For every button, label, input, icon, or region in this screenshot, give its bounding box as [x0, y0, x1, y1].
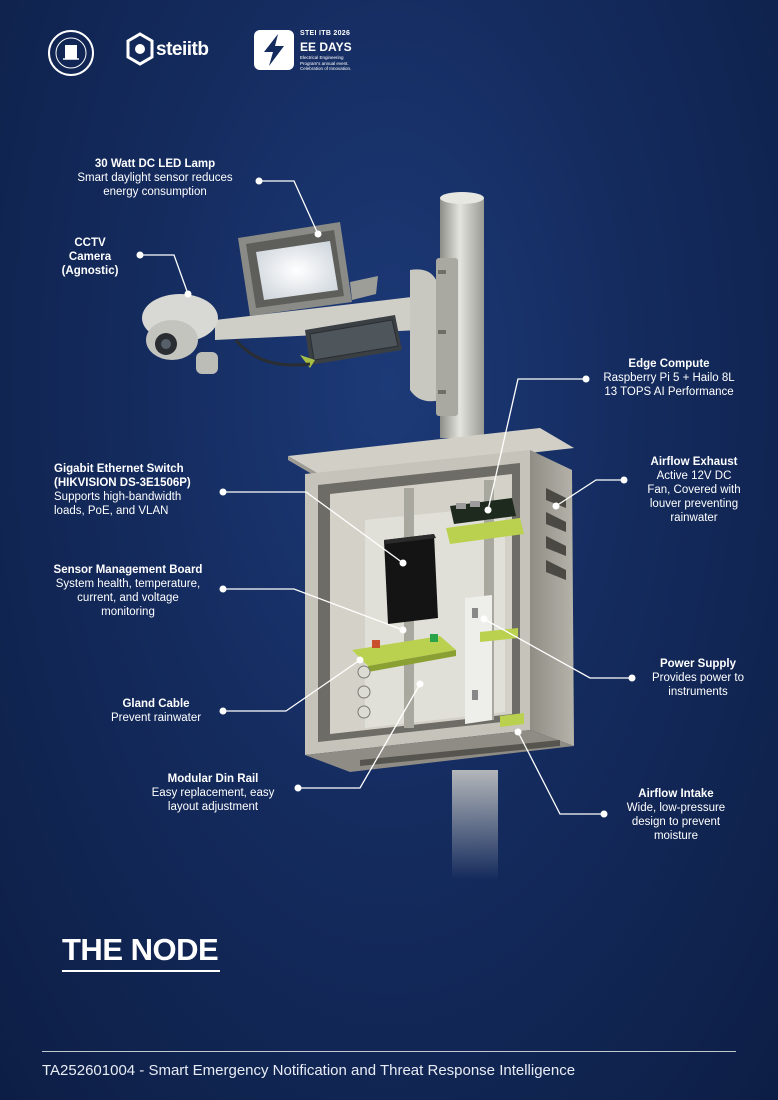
callout-gland: Gland Cable Prevent rainwater	[100, 697, 212, 725]
edge-compute	[446, 498, 524, 544]
callout-cctv-title: CCTV Camera (Agnostic)	[61, 237, 119, 277]
callout-gland-desc: Prevent rainwater	[110, 712, 202, 724]
callout-edge-desc: Raspberry Pi 5 + Hailo 8L 13 TOPS AI Per…	[603, 372, 735, 398]
callout-intake: Airflow Intake Wide, low-pressure design…	[612, 787, 740, 843]
callout-intake-title: Airflow Intake	[638, 788, 714, 800]
callout-cctv: CCTV Camera (Agnostic)	[60, 236, 120, 278]
callout-edge-title: Edge Compute	[628, 358, 710, 370]
callout-din: Modular Din Rail Easy replacement, easy …	[132, 772, 294, 814]
callout-din-title: Modular Din Rail	[167, 773, 259, 785]
eedays-subtitle: Electrical Engineering Program's annual …	[300, 55, 352, 71]
callout-switch: Gigabit Ethernet Switch (HIKVISION DS-3E…	[54, 462, 222, 518]
steiitb-logo-text: steiitb	[156, 39, 209, 60]
callout-exhaust-title: Airflow Exhaust	[650, 456, 738, 468]
callout-switch-desc: Supports high-bandwidth loads, PoE, and …	[54, 491, 182, 517]
steiitb-logo-icon	[126, 32, 154, 66]
callout-sensor: Sensor Management Board System health, t…	[48, 563, 208, 619]
callout-exhaust: Airflow Exhaust Active 12V DC Fan, Cover…	[634, 455, 754, 525]
callout-intake-desc: Wide, low-pressure design to prevent moi…	[626, 802, 726, 842]
callout-dots	[136, 177, 636, 818]
callout-gland-title: Gland Cable	[122, 698, 190, 710]
sensor-board	[352, 634, 456, 672]
callout-power: Power Supply Provides power to instrumen…	[640, 657, 756, 699]
cctv-camera	[142, 294, 311, 374]
footer-divider	[42, 1051, 736, 1052]
callout-lamp-desc: Smart daylight sensor reduces energy con…	[77, 172, 233, 198]
callout-sensor-title: Sensor Management Board	[53, 564, 203, 576]
pole	[440, 192, 498, 880]
callout-exhaust-desc: Active 12V DC Fan, Covered with louver p…	[647, 470, 741, 524]
callout-power-title: Power Supply	[659, 658, 737, 670]
led-lamp	[238, 222, 378, 316]
footer-text: TA252601004 - Smart Emergency Notificati…	[42, 1062, 576, 1079]
eedays-top-text: STEI ITB 2026	[300, 30, 351, 37]
callout-lamp: 30 Watt DC LED Lamp Smart daylight senso…	[70, 157, 240, 199]
callout-sensor-desc: System health, temperature, current, and…	[55, 578, 201, 618]
title-block: THE NODE	[62, 932, 220, 972]
callout-din-desc: Easy replacement, easy layout adjustment	[151, 787, 275, 813]
university-seal-icon	[48, 30, 94, 76]
callout-lamp-title: 30 Watt DC LED Lamp	[94, 158, 216, 170]
louvers	[546, 488, 566, 580]
eedays-bolt-icon	[254, 30, 294, 70]
callout-power-desc: Provides power to instruments	[651, 672, 745, 698]
callout-edge: Edge Compute Raspberry Pi 5 + Hailo 8L 1…	[596, 357, 742, 399]
title-underline	[62, 970, 220, 972]
eedays-title: EE DAYS	[300, 40, 352, 54]
page-title: THE NODE	[62, 932, 219, 967]
callout-switch-title: Gigabit Ethernet Switch (HIKVISION DS-3E…	[54, 463, 191, 489]
callout-lines	[140, 180, 632, 815]
